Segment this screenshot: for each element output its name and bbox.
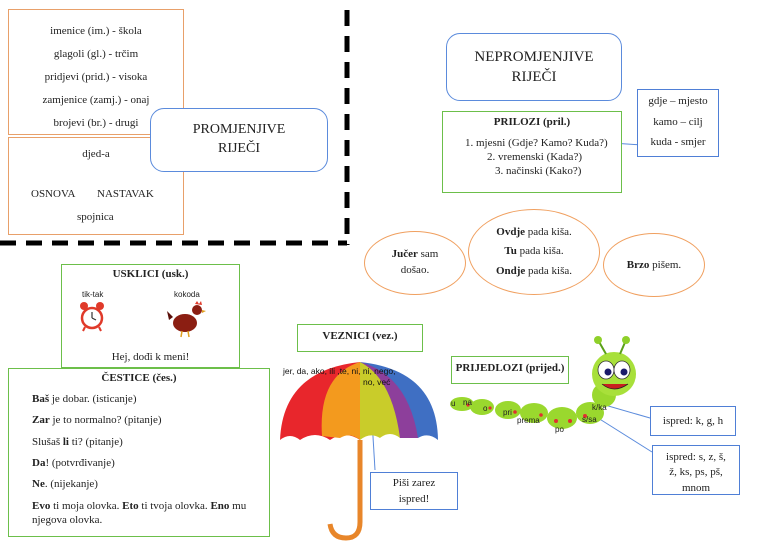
prijed-word-o: o [483, 404, 488, 413]
usklici-example: Hej, dođi k meni! [111, 351, 190, 363]
spojnica-label: spojnica [77, 211, 114, 223]
hen-icon [167, 301, 206, 338]
usklici-box: USKLICI (usk.) tik-tak kokoda Hej, dođi … [61, 264, 240, 368]
cestice-l1-rest: je dobar. (isticanje) [49, 393, 137, 405]
cestice-l6-mid1: ti moja olovka. [50, 500, 123, 512]
prilozi-side-box: gdje – mjesto kamo – cilj kuda - smjer [637, 89, 719, 157]
prijed-word-na: na [463, 398, 472, 407]
veznici-title: VEZNICI (vez.) [322, 330, 398, 342]
brzo-bold: Brzo [626, 259, 650, 271]
promjenjive-item-2: glagoli (gl.) - trčim [53, 48, 139, 60]
tu-rest: pada kiša. [516, 245, 564, 258]
cestice-l1-bold: Baš [32, 393, 50, 405]
prilozi-side-1: gdje – mjesto [648, 95, 708, 107]
cestice-line-1: Baš je dobar. (isticanje) [32, 393, 136, 405]
prijedlozi-title: PRIJEDLOZI (prijed.) [455, 362, 565, 374]
cestice-l6-bold1: Evo [32, 500, 51, 512]
usklici-sound-clock: tik-tak [82, 290, 104, 299]
cestice-l4-rest: ! (potvrđivanje) [45, 457, 115, 469]
promjenjive-item-1: imenice (im.) - škola [50, 25, 142, 37]
veznici-note-line1: Piši zarez [392, 477, 436, 489]
cestice-l5-bold: Ne [32, 478, 45, 490]
cestice-l3-rest: ti? (pitanje) [69, 436, 123, 448]
cestice-l6-bold3: Eno [210, 500, 230, 512]
ondje-rest: pada kiša. [525, 264, 573, 277]
veznici-note-box: Piši zarez ispred! [370, 472, 458, 510]
arrow-prijed-note2 [597, 417, 653, 453]
prilozi-side-3: kuda - smjer [650, 136, 706, 148]
prijed-note-2-line3: mnom [681, 481, 711, 494]
prijedlozi-box: PRIJEDLOZI (prijed.) [451, 356, 569, 384]
prijed-word-s-sa: s/sa [582, 415, 597, 424]
ellipse-brzo: Brzo pišem. [603, 233, 705, 297]
cestice-line-3: Slušaš li ti? (pitanje) [32, 436, 123, 448]
prilozi-item-2: 2. vremenski (Kada?) [487, 151, 582, 163]
cestice-box: ČESTICE (čes.) Baš je dobar. (isticanje)… [8, 368, 270, 537]
cestice-l4-bold: Da [32, 457, 46, 469]
prijed-word-prema: prema [517, 416, 540, 425]
brzo-rest: pišem. [649, 259, 682, 271]
jucer-rest: sam [417, 248, 439, 261]
cestice-l3-bold: li [62, 436, 69, 448]
prilozi-item-1: 1. mjesni (Gdje? Kamo? Kuda?) [465, 137, 608, 149]
ellipse-jucer: Jučer sam došao. [364, 231, 466, 295]
cestice-l6-bold2: Eto [122, 500, 139, 512]
jucer-line2: došao. [400, 264, 430, 276]
cestice-l2-bold: Zar [32, 414, 50, 426]
prijed-note-2: ispred: s, z, š, ž, ks, ps, pš, mnom [652, 445, 740, 495]
prilozi-box: PRILOZI (pril.) 1. mjesni (Gdje? Kamo? K… [442, 111, 622, 193]
prijed-note-1: ispred: k, g, h [650, 406, 736, 436]
cestice-l2-rest: je to normalno? (pitanje) [49, 414, 162, 426]
prijed-note-2-line1: ispred: s, z, š, [666, 451, 726, 463]
prijed-word-u: u [451, 399, 456, 408]
cestice-title: ČESTICE (čes.) [101, 372, 177, 384]
ellipse-ovdje: Ovdje pada kiša. Tu pada kiša. Ondje pad… [468, 209, 600, 295]
ovdje-rest: pada kiša. [525, 226, 572, 239]
promjenjive-title-line2: RIJEČI [217, 141, 260, 156]
cestice-line-6: Evo ti moja olovka. Eto ti tvoja olovka.… [32, 499, 262, 528]
prijed-word-k-ka: k/ka [592, 403, 607, 412]
promjenjive-item-3: pridjevi (prid.) - visoka [44, 71, 148, 83]
cestice-line-5: Ne. (nijekanje) [32, 478, 98, 490]
tu-bold: Tu [504, 245, 517, 258]
veznici-words-2: no, već [363, 377, 391, 387]
jucer-bold: Jučer [391, 248, 418, 261]
nepromjenjive-title-line2: RIJEČI [511, 69, 557, 85]
usklici-sound-hen: kokoda [174, 290, 200, 299]
cestice-l5-rest: . (nijekanje) [44, 478, 98, 490]
osnova-label: OSNOVA [31, 188, 76, 200]
cestice-line-2: Zar je to normalno? (pitanje) [32, 414, 162, 426]
cestice-line-4: Da! (potvrđivanje) [32, 457, 115, 469]
veznici-note-line2: ispred! [398, 492, 430, 505]
promjenjive-title-line1: PROMJENJIVE [192, 122, 286, 138]
prijed-note-2-line2: ž, ks, ps, pš, [669, 466, 723, 479]
prilozi-title: PRILOZI (pril.) [493, 116, 571, 128]
ovdje-bold: Ovdje [496, 226, 525, 239]
nepromjenjive-title-line1: NEPROMJENJIVE [474, 48, 594, 65]
nepromjenjive-title-box: NEPROMJENJIVE RIJEČI [446, 33, 622, 101]
cestice-l6-line2: njegova olovka. [32, 514, 103, 527]
usklici-title: USKLICI (usk.) [112, 268, 189, 280]
prijed-word-pri: pri [503, 408, 512, 417]
alarm-clock-icon [80, 302, 104, 332]
word-example: djed-a [82, 148, 110, 160]
prilozi-side-2: kamo – cilj [653, 116, 703, 128]
nastavak-label: NASTAVAK [97, 188, 154, 200]
prijed-word-po: po [555, 425, 564, 434]
veznici-box: VEZNICI (vez.) [297, 324, 423, 352]
cestice-l6-mid2: ti tvoja olovka. [138, 500, 211, 512]
promjenjive-title-box: PROMJENJIVE RIJEČI [150, 108, 328, 172]
veznici-words-1: jer, da, ako, ili ,te, ni, ni, nego, [283, 366, 396, 376]
cestice-l6-rest: mu [229, 500, 247, 512]
promjenjive-item-5: brojevi (br.) - drugi [53, 117, 139, 129]
prilozi-item-3: 3. načinski (Kako?) [495, 165, 582, 177]
cestice-l3-a: Slušaš [32, 436, 63, 448]
promjenjive-item-4: zamjenice (zamj.) - onaj [42, 94, 150, 106]
ondje-bold: Ondje [495, 264, 526, 277]
